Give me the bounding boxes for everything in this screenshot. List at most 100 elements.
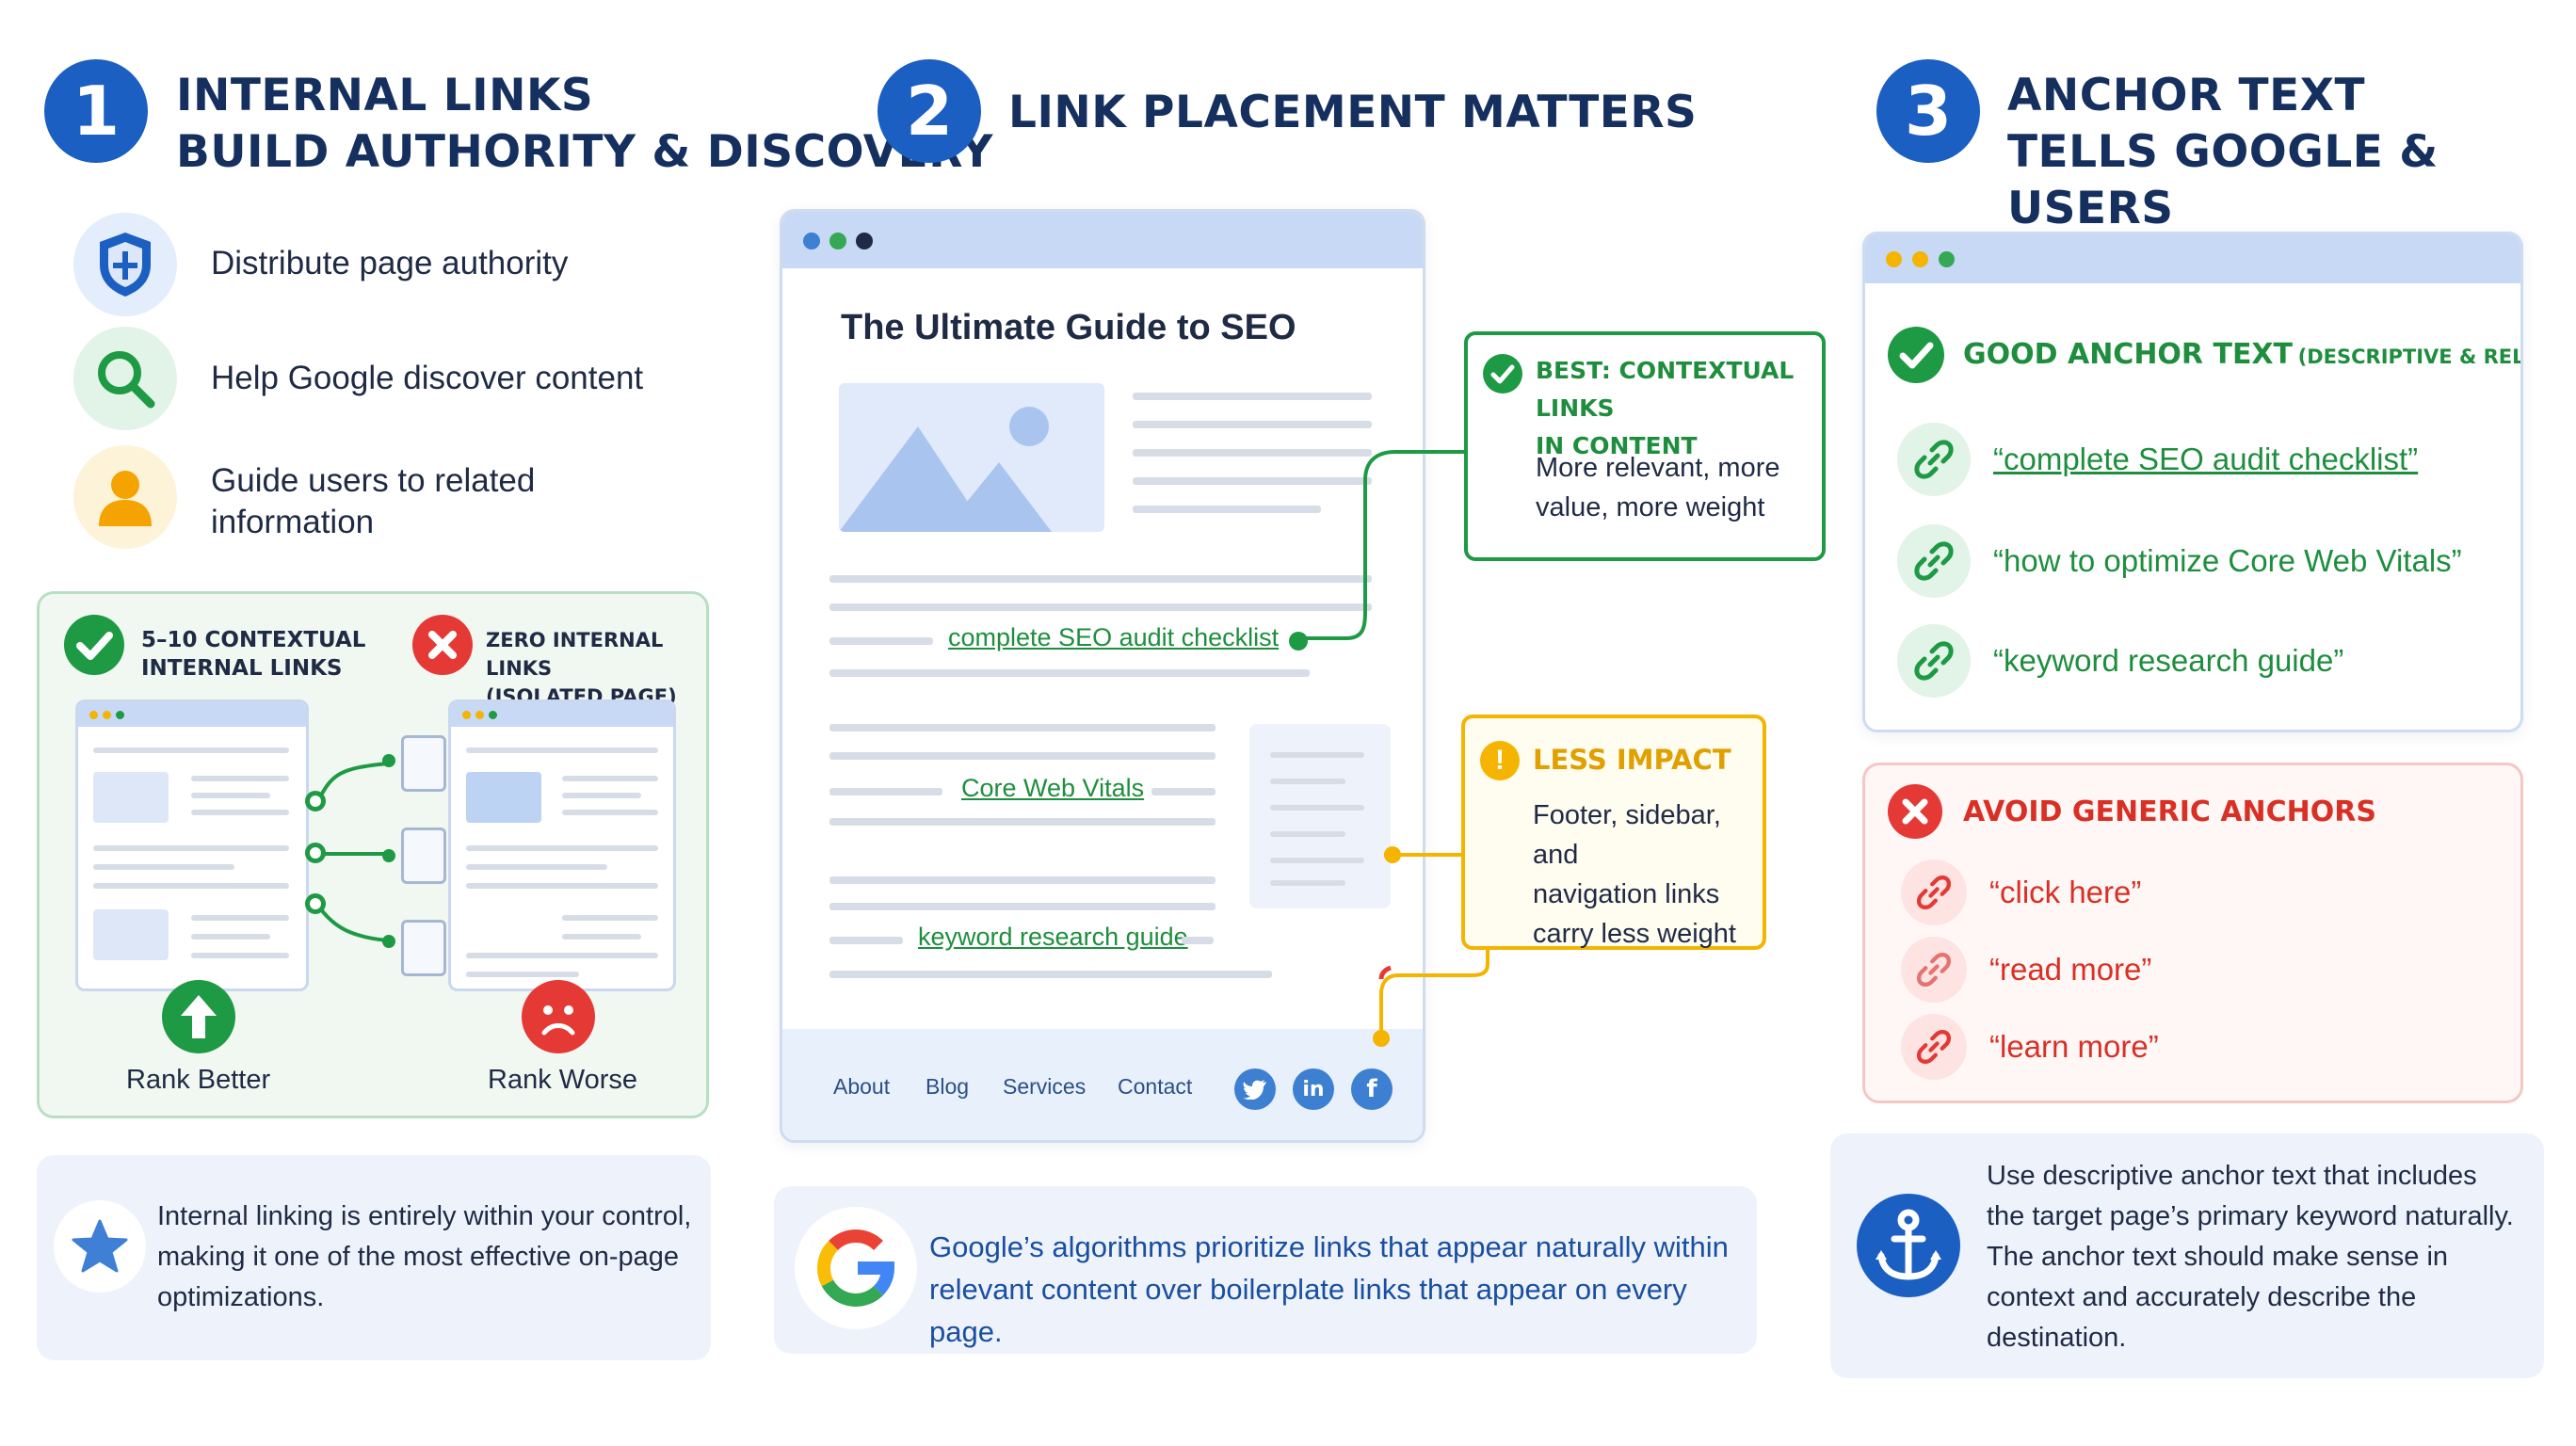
section-1-number: 1 (44, 59, 148, 163)
best-callout-title-line2: IN CONTENT (1536, 432, 1698, 459)
link-node (305, 893, 326, 914)
document-icon (401, 827, 446, 884)
section-1-title-line1: INTERNAL LINKS (176, 70, 594, 121)
tip-google-line2: relevant content over boilerplate links … (929, 1273, 1687, 1348)
content-link-audit-checklist[interactable]: complete SEO audit checklist (948, 623, 1280, 651)
tip-anchor-line3: The anchor text should make sense in (1987, 1242, 2449, 1272)
section-3-title-line1: ANCHOR TEXT (2007, 70, 2366, 121)
benefit-guide-users-line1: Guide users to related (211, 462, 536, 499)
generic-anchor-read-more[interactable]: “read more” (1989, 952, 2152, 987)
window-dot (1939, 251, 1955, 267)
linked-page-illustration (75, 699, 309, 991)
tip-anchor-line4: context and accurately describe the (1987, 1282, 2417, 1312)
good-card-toolbar (1865, 234, 2520, 283)
generic-anchor-click-here[interactable]: “click here” (1989, 875, 2142, 909)
arrow-up-icon (162, 980, 235, 1053)
section-3-number: 3 (1876, 59, 1980, 163)
footer-link-blog[interactable]: Blog (926, 1074, 970, 1099)
good-anchor-item-1-text[interactable]: “complete SEO audit checklist” (1993, 442, 2419, 476)
less-callout-title: LESS IMPACT (1533, 744, 1731, 776)
link-connectors (315, 762, 389, 942)
link-icon (1897, 624, 1971, 698)
content-link-keyword-research[interactable]: keyword research guide (918, 923, 1188, 951)
tip-control-box: Internal linking is entirely within your… (37, 1155, 711, 1360)
broken-link-icon (1901, 937, 1967, 1003)
link-icon (1897, 524, 1971, 598)
section-3-title-line2: TELLS GOOGLE & USERS (2007, 126, 2439, 234)
window-dot (1912, 251, 1928, 267)
benefit-help-google: Help Google discover content (211, 360, 644, 396)
benefit-guide-users-line2: information (211, 504, 375, 540)
bad-practice-label: ZERO INTERNAL LINKS (ISOLATED PAGE) (486, 626, 706, 711)
link-node (305, 843, 326, 863)
less-callout-body-line1: Footer, sidebar, and (1533, 800, 1721, 870)
content-link-core-web-vitals[interactable]: Core Web Vitals (961, 774, 1145, 802)
facebook-icon[interactable]: f (1351, 1068, 1393, 1110)
document-icon (401, 920, 446, 976)
image-placeholder-icon (839, 383, 1104, 532)
avoid-generic-card: AVOID GENERIC ANCHORS “click here” “read… (1862, 763, 2523, 1103)
link-node (305, 791, 326, 811)
article-browser-mockup: The Ultimate Guide to SEO complete SEO a… (780, 209, 1425, 1143)
section-1-title: INTERNAL LINKS BUILD AUTHORITY & DISCOVE… (176, 68, 993, 181)
cross-icon (412, 615, 473, 675)
article-footer: About Blog Services Contact in f (782, 1029, 1423, 1140)
star-icon (54, 1200, 146, 1293)
check-icon (64, 615, 124, 675)
twitter-icon[interactable] (1234, 1068, 1276, 1110)
footer-link-services[interactable]: Services (1003, 1074, 1087, 1099)
sidebar-block (1249, 724, 1391, 908)
good-practice-line2: INTERNAL LINKS (141, 656, 343, 681)
linkedin-icon[interactable]: in (1293, 1068, 1334, 1110)
sad-face-icon (522, 980, 595, 1053)
warning-icon: ! (1480, 741, 1520, 780)
less-callout-body-line3: carry less weight (1533, 919, 1736, 949)
broken-link-icon (1901, 1014, 1967, 1080)
good-anchor-item-1[interactable]: “complete SEO audit checklist” (1993, 442, 2418, 477)
good-anchor-title: GOOD ANCHOR TEXT (1963, 338, 2294, 371)
check-icon (1483, 354, 1522, 394)
benefit-distribute-authority: Distribute page authority (211, 245, 569, 281)
section-1-title-line2: BUILD AUTHORITY & DISCOVERY (176, 126, 993, 178)
best-contextual-links-callout: BEST: CONTEXTUAL LINKS IN CONTENT More r… (1464, 331, 1826, 561)
benefit-guide-users: Guide users to related information (211, 460, 535, 543)
tip-control-line3: optimizations. (157, 1282, 325, 1312)
tip-google-box: Google’s algorithms prioritize links tha… (774, 1186, 1757, 1354)
window-dot (1886, 251, 1902, 267)
best-callout-body: More relevant, more value, more weight (1536, 448, 1780, 527)
article-title: The Ultimate Guide to SEO (841, 308, 1296, 347)
good-anchor-card: GOOD ANCHOR TEXT (DESCRIPTIVE & RELEVANT… (1862, 232, 2523, 732)
tip-control-line1: Internal linking is entirely within your… (157, 1201, 692, 1231)
rank-worse-label: Rank Worse (488, 1065, 638, 1095)
tip-control-text: Internal linking is entirely within your… (157, 1197, 691, 1318)
generic-anchor-learn-more[interactable]: “learn more” (1989, 1029, 2159, 1064)
avoid-generic-title: AVOID GENERIC ANCHORS (1963, 795, 2376, 828)
tip-anchor-line2: the target page’s primary keyword natura… (1987, 1201, 2514, 1231)
less-impact-callout: ! LESS IMPACT Footer, sidebar, and navig… (1461, 715, 1766, 950)
footer-link-contact[interactable]: Contact (1118, 1074, 1193, 1099)
tip-google-line1: Google’s algorithms prioritize links tha… (929, 1230, 1729, 1263)
window-dot (829, 233, 846, 249)
document-icon (401, 735, 446, 792)
less-callout-body-line2: navigation links (1533, 879, 1720, 909)
tip-control-line2: making it one of the most effective on-p… (157, 1242, 680, 1272)
tip-anchor-line5: destination. (1987, 1323, 2127, 1353)
isolated-page-illustration (448, 699, 676, 991)
browser-toolbar (782, 212, 1423, 268)
good-anchor-item-3[interactable]: “keyword research guide” (1993, 643, 2344, 678)
cross-icon (1888, 784, 1942, 839)
bad-practice-line1: ZERO INTERNAL LINKS (486, 629, 664, 680)
tip-anchor-text: Use descriptive anchor text that include… (1987, 1156, 2514, 1358)
footer-link-about[interactable]: About (833, 1074, 891, 1099)
comparison-card: 5–10 CONTEXTUAL INTERNAL LINKS ZERO INTE… (37, 591, 709, 1118)
good-anchor-item-2[interactable]: “how to optimize Core Web Vitals” (1993, 543, 2462, 578)
footer-connector (1378, 945, 1489, 1039)
search-icon (73, 327, 177, 430)
good-anchor-subtitle: (DESCRIPTIVE & RELEVANT) (2297, 345, 2520, 368)
anchor-icon (1857, 1194, 1960, 1297)
window-dot (856, 233, 873, 249)
good-practice-line1: 5–10 CONTEXTUAL (141, 628, 366, 652)
google-logo-icon (795, 1207, 917, 1329)
good-practice-label: 5–10 CONTEXTUAL INTERNAL LINKS (141, 626, 365, 683)
tip-google-text: Google’s algorithms prioritize links tha… (929, 1226, 1757, 1353)
